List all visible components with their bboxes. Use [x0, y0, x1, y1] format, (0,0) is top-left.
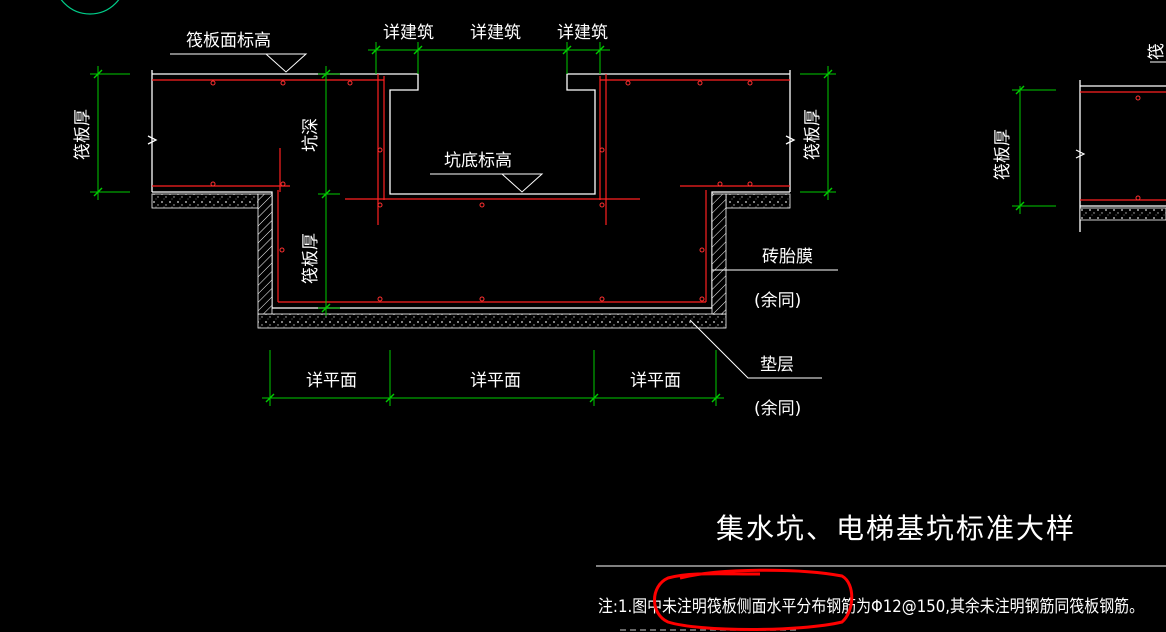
same-below-label-1: (余同) — [754, 291, 801, 311]
pit-depth-label: 坑深 — [301, 118, 321, 152]
raft-thickness-far-label: 筏板厚 — [993, 129, 1013, 180]
highlight-circle — [653, 568, 854, 631]
plan-detail-mid-label: 详平面 — [470, 371, 521, 391]
plan-detail-right-label: 详平面 — [630, 371, 681, 391]
rebar-dots — [210, 80, 753, 302]
pit-bottom-elevation-label: 坑底标高 — [444, 151, 512, 171]
arch-detail-mid-label: 详建筑 — [470, 23, 521, 43]
arch-detail-left-label: 详建筑 — [383, 23, 434, 43]
raft-thickness-right-label: 筏板厚 — [803, 109, 823, 160]
brick-wall-right — [711, 193, 727, 315]
dimension-ticks — [93, 45, 1025, 403]
cushion-left — [151, 193, 259, 209]
arch-detail-right-label: 详建筑 — [557, 23, 608, 43]
detail-index-circle — [60, 0, 120, 15]
elevation-markers — [170, 53, 838, 379]
far-partial-label: 筏 — [1147, 43, 1166, 60]
cushion-right — [725, 193, 791, 209]
raft-thickness-left-label: 筏板厚 — [73, 109, 93, 160]
cushion-label: 垫层 — [760, 355, 794, 375]
note-line-1: 注:1.图中未注明筏板侧面水平分布钢筋为Φ12@150,其余未注明钢筋同筏板钢筋… — [598, 597, 1144, 617]
raft-top-elevation-label: 筏板面标高 — [186, 31, 271, 51]
brick-membrane-label: 砖胎膜 — [762, 247, 813, 267]
concrete-outline — [147, 70, 796, 309]
raft-thickness-bottom-label: 筏板厚 — [301, 233, 321, 284]
rebar-lines — [152, 74, 790, 303]
plan-detail-left-label: 详平面 — [306, 371, 357, 391]
far-detail — [1075, 61, 1166, 232]
same-below-label-2: (余同) — [754, 399, 801, 419]
brick-wall-left — [257, 193, 273, 315]
cushion-bottom — [257, 313, 727, 329]
dimension-lines — [90, 42, 1056, 406]
drawing-title: 集水坑、电梯基坑标准大样 — [716, 512, 1076, 545]
